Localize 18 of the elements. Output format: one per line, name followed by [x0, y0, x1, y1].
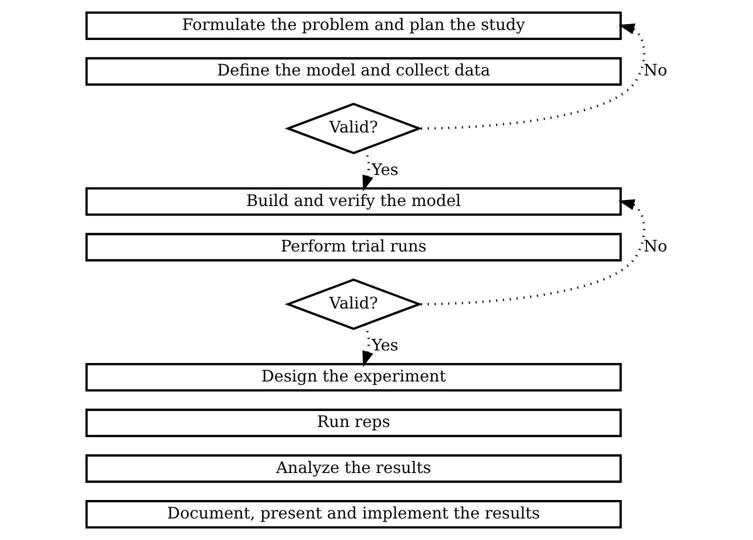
node-box: Document, present and implement the results	[84, 500, 622, 528]
node-diamond: Valid?	[284, 278, 422, 330]
node-box: Analyze the results	[84, 454, 622, 483]
edge-label: Yes	[371, 160, 398, 179]
node-box: Perform trial runs	[84, 232, 622, 262]
node-box: Formulate the problem and plan the study	[84, 12, 622, 40]
node-box: Build and verify the model	[84, 187, 622, 216]
arrow	[420, 23, 645, 130]
node-diamond: Valid?	[284, 102, 422, 154]
node-box: Define the model and collect data	[84, 57, 622, 86]
node-box: Run reps	[84, 408, 622, 438]
edge-label: No	[643, 236, 667, 256]
edge-label: Yes	[371, 336, 398, 355]
arrow	[362, 324, 373, 368]
edge-label: No	[643, 60, 667, 80]
node-box: Design the experiment	[84, 363, 622, 392]
arrow	[362, 148, 373, 192]
arrow	[420, 199, 645, 306]
